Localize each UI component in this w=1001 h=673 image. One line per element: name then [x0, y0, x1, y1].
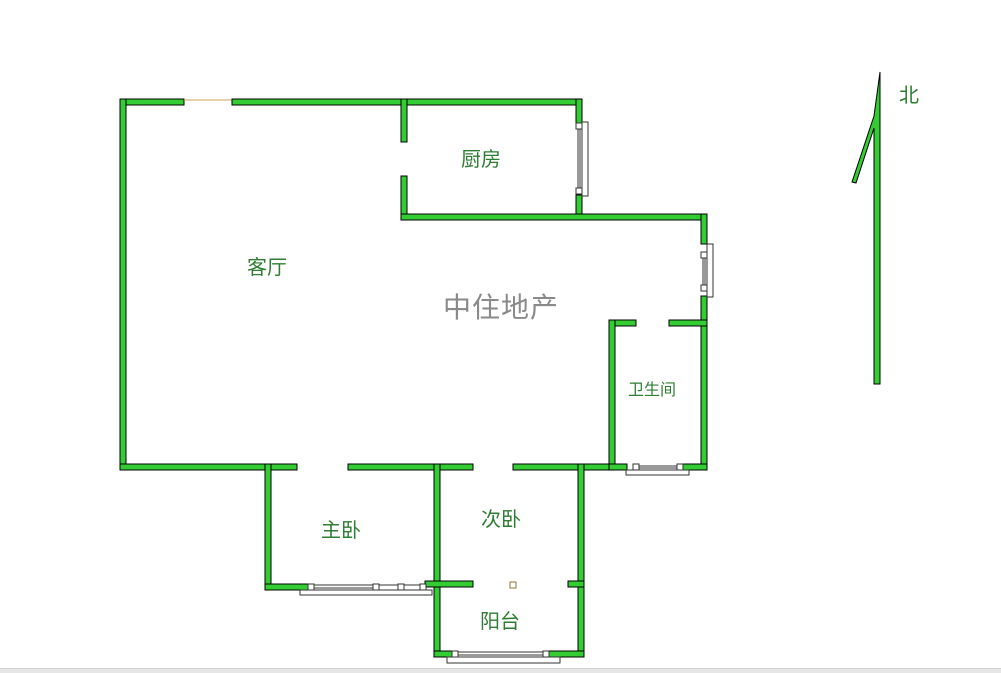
room-label-master-bedroom: 主卧 — [321, 518, 361, 542]
room-label-balcony: 阳台 — [480, 609, 520, 633]
walls — [119, 98, 708, 658]
master-bedroom-window — [299, 583, 433, 596]
room-label-second-bedroom: 次卧 — [481, 507, 521, 531]
bathroom-window — [625, 463, 690, 476]
watermark: 中住地产 — [443, 291, 560, 324]
north-arrow-icon — [851, 71, 881, 385]
floor-drain-icon — [509, 581, 517, 589]
compass-north-label: 北 — [899, 83, 919, 107]
room-label-bathroom: 卫生间 — [628, 380, 677, 399]
room-label-living-room: 客厅 — [247, 255, 287, 279]
kitchen-window — [575, 121, 589, 197]
bottom-edge — [0, 668, 1001, 673]
balcony-window — [446, 650, 561, 664]
room-label-kitchen: 厨房 — [461, 147, 501, 171]
living-room-window — [700, 243, 714, 298]
